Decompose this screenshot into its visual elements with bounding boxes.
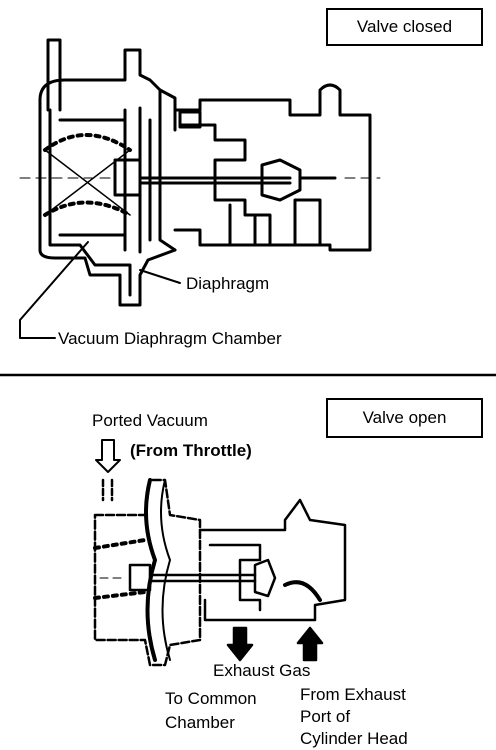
from-throttle-label: (From Throttle) xyxy=(130,441,252,460)
valve-open-drawing xyxy=(93,439,347,667)
vacuum-diaphragm-chamber-callout: Vacuum Diaphragm Chamber xyxy=(58,329,282,348)
ported-vacuum-label: Ported Vacuum xyxy=(92,411,208,430)
to-common-chamber-label-line2: Chamber xyxy=(165,713,235,732)
valve-closed-label: Valve closed xyxy=(356,17,453,36)
valve-closed-drawing xyxy=(19,38,381,339)
from-exhaust-port-label-line3: Cylinder Head xyxy=(300,729,408,748)
valve-open-label: Valve open xyxy=(362,408,447,427)
valve-closed-label-box: Valve closed xyxy=(326,8,483,46)
exhaust-gas-label: Exhaust Gas xyxy=(213,661,311,680)
to-common-chamber-label-line1: To Common xyxy=(165,689,257,708)
from-exhaust-port-label-line1: From Exhaust xyxy=(300,685,406,704)
valve-open-label-box: Valve open xyxy=(326,398,483,438)
diaphragm-callout: Diaphragm xyxy=(186,274,270,293)
from-exhaust-port-label-line2: Port of xyxy=(300,707,351,726)
